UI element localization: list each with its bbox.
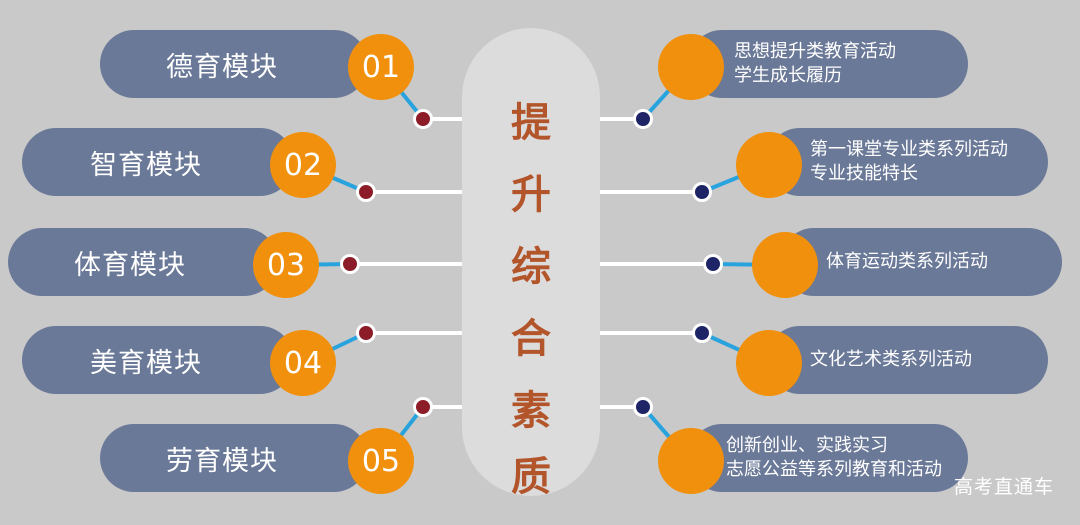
activity-text: 体育运动类系列活动 xyxy=(826,250,988,274)
module-number-circle: 01 xyxy=(348,34,414,100)
right-connector-dot xyxy=(692,323,712,343)
activity-text: 文化艺术类系列活动 xyxy=(810,348,972,372)
activity-pill: 思想提升类教育活动 学生成长履历 xyxy=(688,30,968,98)
module-number-circle: 02 xyxy=(270,132,336,198)
right-connector-dot xyxy=(692,182,712,202)
activity-pill: 体育运动类系列活动 xyxy=(780,228,1062,296)
activity-line: 学生成长履历 xyxy=(734,65,842,86)
left-connector-dot xyxy=(356,182,376,202)
activity-line: 创新创业、实践实习 xyxy=(726,435,888,456)
activity-text: 第一课堂专业类系列活动 专业技能特长 xyxy=(810,138,1008,186)
activity-line: 文化艺术类系列活动 xyxy=(810,349,972,370)
module-label: 劳育模块 xyxy=(166,445,278,477)
right-connector-dot xyxy=(633,397,653,417)
activity-line: 思想提升类教育活动 xyxy=(734,41,896,62)
module-label: 智育模块 xyxy=(90,149,202,181)
activity-line: 专业技能特长 xyxy=(810,163,918,184)
center-title-char: 素 xyxy=(511,388,551,434)
module-label: 德育模块 xyxy=(166,51,278,83)
module-pill: 美育模块 xyxy=(22,326,294,394)
activity-circle xyxy=(658,428,724,494)
left-connector-dot xyxy=(413,109,433,129)
module-label: 美育模块 xyxy=(90,347,202,379)
module-pill: 德育模块 xyxy=(100,30,368,98)
activity-text: 创新创业、实践实习 志愿公益等系列教育和活动 xyxy=(726,434,942,482)
module-number-circle: 04 xyxy=(270,330,336,396)
activity-text: 思想提升类教育活动 学生成长履历 xyxy=(734,40,896,88)
module-label: 体育模块 xyxy=(74,249,186,281)
right-connector-dot xyxy=(703,254,723,274)
activity-circle xyxy=(736,132,802,198)
module-number-circle: 03 xyxy=(253,232,319,298)
module-pill: 劳育模块 xyxy=(100,424,368,492)
left-connector-dot xyxy=(356,323,376,343)
center-title-char: 质 xyxy=(511,454,551,500)
center-title-char: 综 xyxy=(511,244,551,290)
watermark: 高考直通车 xyxy=(953,476,1054,498)
activity-pill: 文化艺术类系列活动 xyxy=(766,326,1048,394)
module-number-circle: 05 xyxy=(348,428,414,494)
activity-circle xyxy=(658,34,724,100)
center-title-panel: 提 升 综 合 素 质 xyxy=(462,28,600,500)
left-connector-dot xyxy=(340,254,360,274)
activity-line: 体育运动类系列活动 xyxy=(826,251,988,272)
activity-pill: 第一课堂专业类系列活动 专业技能特长 xyxy=(766,128,1048,196)
module-pill: 智育模块 xyxy=(22,128,294,196)
module-pill: 体育模块 xyxy=(8,228,278,296)
activity-circle xyxy=(736,330,802,396)
center-title-char: 合 xyxy=(511,316,551,362)
center-title-char: 提 xyxy=(511,100,551,146)
activity-pill: 创新创业、实践实习 志愿公益等系列教育和活动 xyxy=(688,424,968,492)
activity-line: 第一课堂专业类系列活动 xyxy=(810,139,1008,160)
left-connector-dot xyxy=(413,397,433,417)
center-title-char: 升 xyxy=(511,172,551,218)
activity-line: 志愿公益等系列教育和活动 xyxy=(726,459,942,480)
activity-circle xyxy=(752,232,818,298)
right-connector-dot xyxy=(633,109,653,129)
